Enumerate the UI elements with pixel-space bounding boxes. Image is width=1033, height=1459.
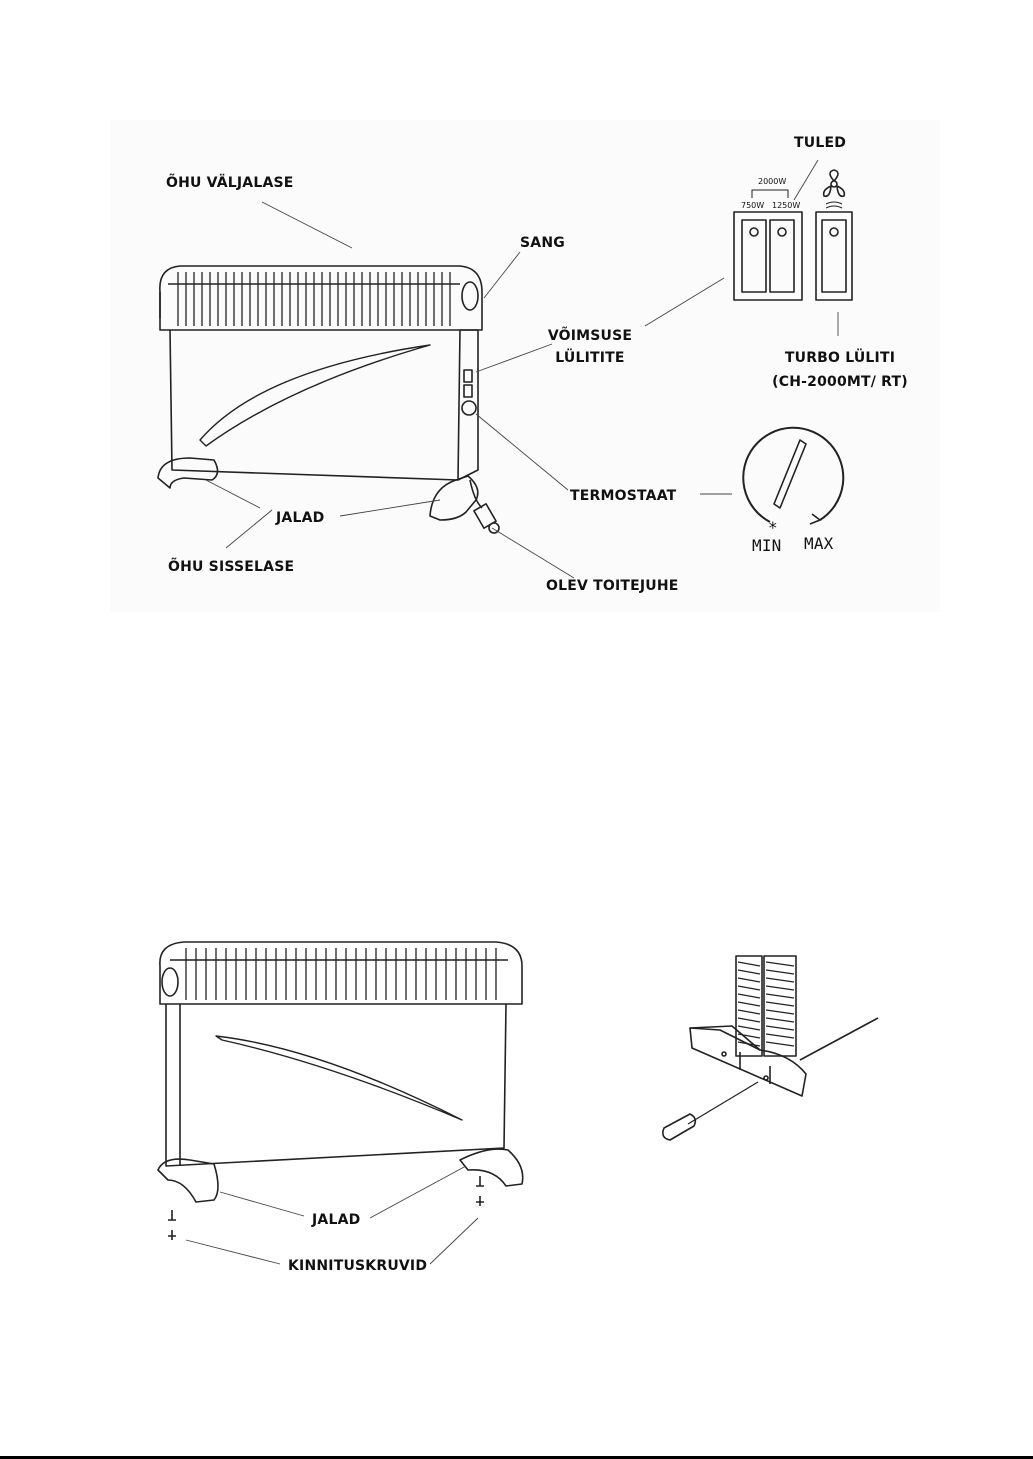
thermostat-label: TERMOSTAAT [570,488,676,504]
power-high-label: 1250W [772,201,800,210]
foot-closeup-illustration [663,956,878,1140]
figure-2-left-panel [146,934,550,1312]
dial-min-label: MIN [752,536,782,555]
air-inlet-label: ÕHU SISSELASE [168,559,294,575]
dial-marker: * [768,518,778,537]
total-power-label: 2000W [758,177,786,186]
power-low-label: 750W [741,201,764,210]
thermostat-dial-illustration [743,428,843,524]
switch-panel-illustration [734,170,852,300]
handle-label: SANG [520,235,565,251]
power-cord-label: OLEV TOITEJUHE [546,578,679,594]
fan-icon [824,170,845,208]
turbo-switch-label-line2: (CH-2000MT/ RT) [762,374,918,390]
power-switches-label-line2: LÜLITITE [542,350,638,366]
lights-label: TULED [794,135,846,151]
power-switches-label-line1: VÕIMSUSE [542,328,638,344]
screws-label: KINNITUSKRUVID [288,1258,427,1274]
air-outlet-label: ÕHU VÄLJALASE [166,175,294,191]
feet-label-2: JALAD [312,1212,360,1228]
dial-max-label: MAX [804,534,834,553]
turbo-switch-label-line1: TURBO LÜLITI [770,350,910,366]
heater-illustration [158,266,499,533]
feet-label: JALAD [276,510,324,526]
